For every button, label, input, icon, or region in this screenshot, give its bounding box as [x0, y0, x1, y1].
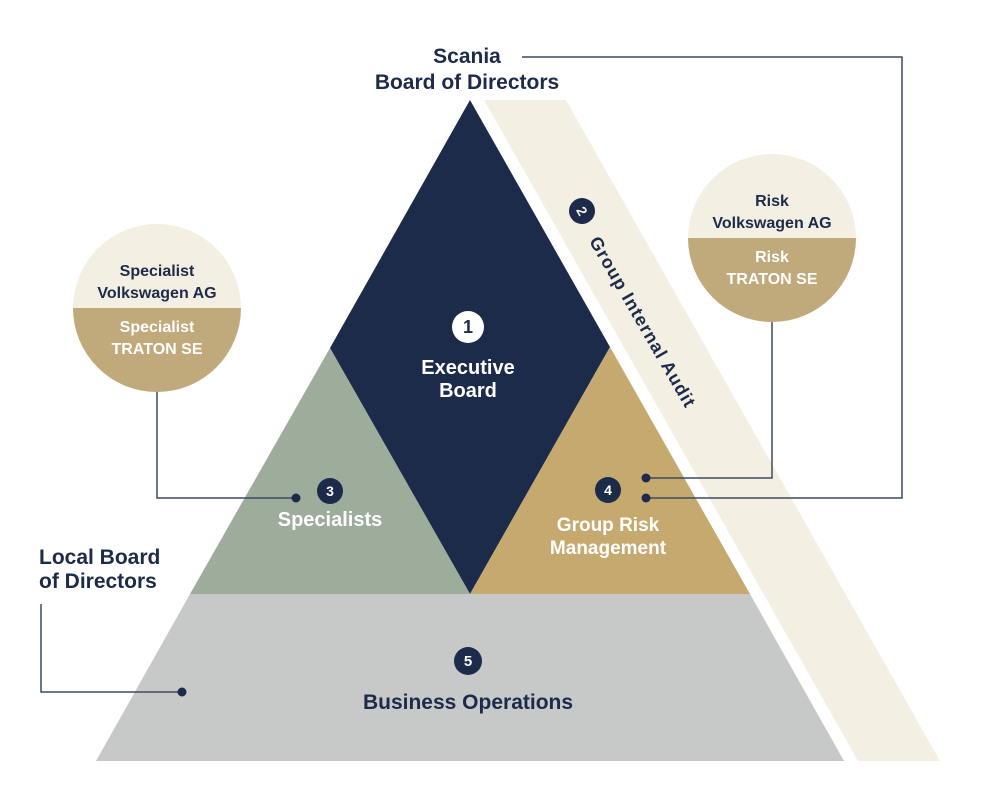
badge-3: 3	[317, 478, 343, 504]
risk-traton-line1: Risk	[755, 249, 789, 266]
local-board-label-line2: of Directors	[39, 570, 157, 593]
badge-4: 4	[595, 477, 621, 503]
risk-circle-connector-line	[650, 322, 773, 479]
badge-5: 5	[454, 647, 482, 675]
risk-traton-line2: TRATON SE	[726, 271, 818, 288]
executive-board-label-line2: Board	[439, 380, 497, 402]
risk-circle-connector-dot	[641, 473, 651, 483]
specialist-vw-line1: Specialist	[119, 263, 195, 280]
local-board-connector-line	[40, 604, 179, 693]
badge-1: 1	[452, 311, 484, 343]
specialist-circle-connector-dot	[291, 493, 301, 503]
executive-board-label: Executive Board	[368, 357, 568, 403]
group-risk-management-label-line2: Management	[549, 538, 667, 559]
specialist-callout-circle: Specialist Volkswagen AG Specialist TRAT…	[73, 224, 241, 392]
group-risk-management-label-line1: Group Risk	[556, 515, 660, 536]
scania-board-connector-line	[522, 56, 903, 499]
specialist-circle-connector-line	[156, 391, 294, 499]
specialists-triangle	[190, 348, 470, 594]
executive-board-label-line1: Executive	[421, 357, 515, 379]
risk-vw-line1: Risk	[755, 193, 789, 210]
business-operations-label: Business Operations	[362, 691, 574, 714]
risk-vw-line2: Volkswagen AG	[712, 215, 832, 232]
specialist-traton-line2: TRATON SE	[111, 341, 203, 358]
local-board-label: Local Board of Directors	[39, 546, 259, 594]
specialists-label: Specialists	[277, 509, 383, 531]
specialist-vw-line2: Volkswagen AG	[97, 285, 217, 302]
scania-board-title: Scania Board of Directors	[317, 44, 617, 96]
internal-audit-stripe	[484, 100, 940, 761]
risk-callout-circle: Risk Volkswagen AG Risk TRATON SE	[688, 154, 856, 322]
local-board-label-line1: Local Board	[39, 546, 161, 569]
business-operations-band	[96, 594, 844, 761]
local-board-connector-dot	[177, 687, 187, 697]
group-risk-triangle	[470, 347, 750, 594]
specialist-traton-line1: Specialist	[119, 319, 195, 336]
scania-board-title-line1: Scania	[433, 45, 501, 68]
group-risk-management-label: Group Risk Management	[508, 514, 708, 560]
scania-board-connector-dot	[641, 493, 651, 503]
scania-board-title-line2: Board of Directors	[374, 71, 560, 94]
